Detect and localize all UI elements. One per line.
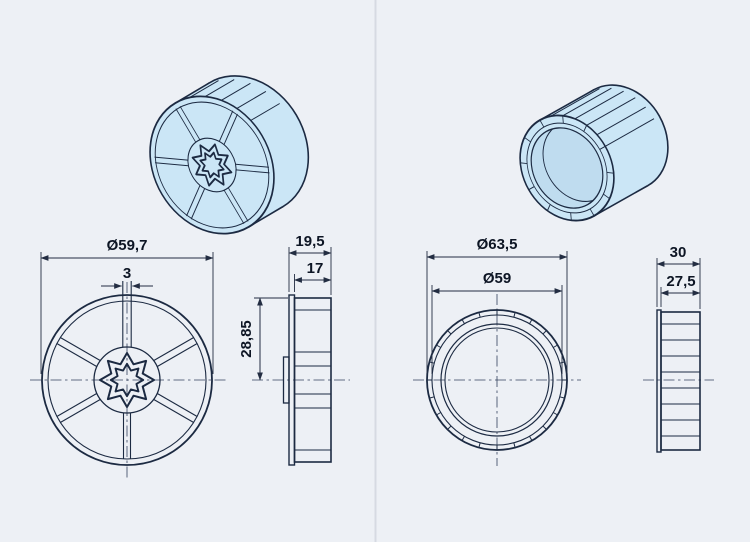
dim-label-crown-outer-diameter: Ø63,5 <box>477 236 518 253</box>
dim-label-depth-total: 19,5 <box>295 233 324 250</box>
right-dimensions: Ø63,5 Ø59 30 27,5 <box>426 236 701 374</box>
crown-3d-face <box>519 114 616 222</box>
right-3d-view <box>519 84 669 222</box>
dim-label-crown-depth-body: 27,5 <box>666 273 695 290</box>
right-part-drawing: Ø63,5 Ø59 30 27,5 <box>413 84 714 466</box>
crown-rim-ribs <box>550 87 655 147</box>
left-side-view <box>252 294 350 466</box>
right-side-view <box>643 309 714 453</box>
left-dimensions: Ø59,7 3 28,85 19,5 17 <box>40 233 332 381</box>
dim-label-depth-body: 17 <box>307 260 324 277</box>
left-front-view <box>30 281 226 478</box>
dim-label-wheel-diameter: Ø59,7 <box>107 237 148 254</box>
dim-label-slot-width: 3 <box>123 265 131 282</box>
dim-label-center-height: 28,85 <box>238 320 255 358</box>
wheel-3d-face <box>149 95 275 235</box>
dim-label-crown-inner-diameter: Ø59 <box>483 270 511 287</box>
right-front-view <box>413 294 581 466</box>
crown-bore <box>530 127 604 209</box>
dim-label-crown-depth-total: 30 <box>670 244 687 261</box>
wheel-rim-ribs <box>189 79 280 121</box>
left-3d-view <box>149 75 310 235</box>
hub-boss <box>282 356 290 404</box>
left-part-drawing: Ø59,7 3 28,85 19,5 17 <box>30 75 350 478</box>
